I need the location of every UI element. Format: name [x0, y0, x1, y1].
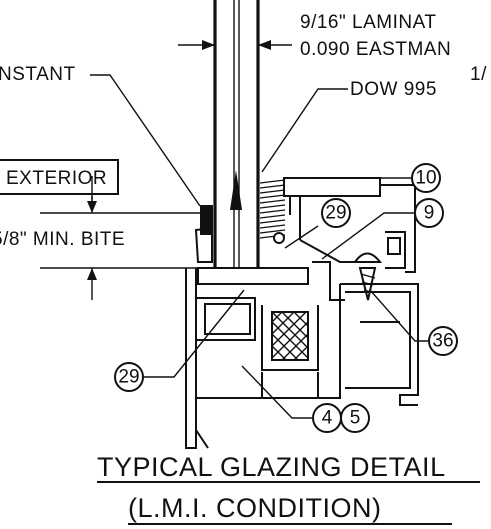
callout-10: 10 — [318, 163, 441, 193]
partial-note-label: 1/ — [470, 64, 487, 85]
drawing-title: TYPICAL GLAZING DETAIL — [97, 452, 446, 482]
sealant-label: NSTANT — [0, 64, 76, 85]
interlayer-label: 0.090 EASTMAN — [300, 39, 451, 60]
svg-text:36: 36 — [432, 331, 453, 352]
frame-extrusion — [185, 177, 419, 449]
glass-thickness-dimension — [178, 0, 292, 122]
laminated-glass-label: 9/16" LAMINAT — [300, 12, 436, 33]
drawing-subtitle: (L.M.I. CONDITION) — [128, 493, 382, 523]
sealant-leader — [90, 74, 201, 207]
callout-29-lower: 29 — [114, 289, 245, 392]
svg-text:10: 10 — [415, 168, 436, 189]
callout-4-5: 4 5 — [241, 365, 370, 433]
svg-text:9: 9 — [424, 203, 435, 224]
dow-995-leader — [261, 88, 348, 173]
svg-text:29: 29 — [325, 203, 346, 224]
svg-text:29: 29 — [118, 367, 139, 388]
callout-36: 36 — [369, 289, 458, 356]
setting-bead — [194, 226, 213, 263]
glass-lites — [213, 0, 260, 268]
exterior-box — [0, 159, 119, 195]
svg-text:5: 5 — [350, 408, 361, 429]
exterior-label: EXTERIOR — [6, 168, 107, 189]
bite-dimension: 5/8" MIN. BITE — [0, 196, 200, 300]
callout-9: 9 — [321, 198, 444, 260]
dow-995-label: DOW 995 — [350, 79, 437, 100]
bite-label: 5/8" MIN. BITE — [0, 229, 125, 250]
svg-text:4: 4 — [322, 408, 333, 429]
structural-silicone-hatch — [259, 179, 286, 239]
callout-29-upper: 29 — [284, 198, 351, 249]
